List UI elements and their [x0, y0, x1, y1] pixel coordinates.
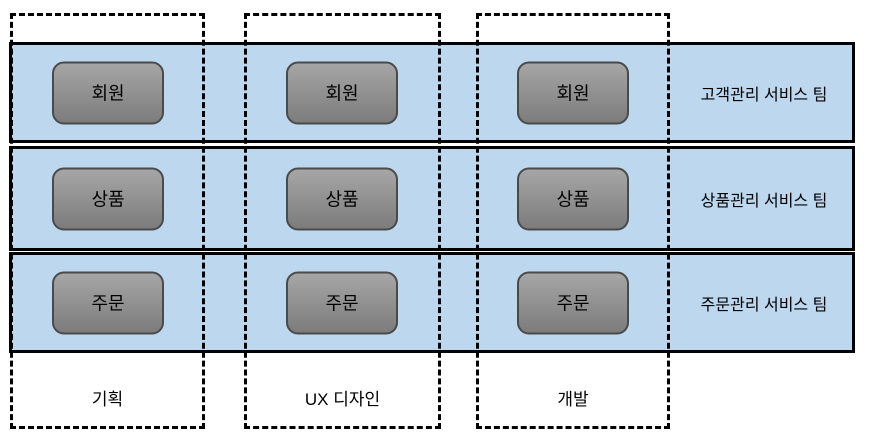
service-box-product: 상품 — [52, 167, 164, 230]
team-label-order-management: 주문관리 서비스 팀 — [700, 296, 828, 314]
service-box-order: 주문 — [52, 271, 164, 334]
team-label-customer-management: 고객관리 서비스 팀 — [700, 86, 828, 104]
service-box-order: 주문 — [286, 271, 398, 334]
service-box-order: 주문 — [517, 271, 629, 334]
column-label-development: 개발 — [557, 390, 589, 409]
team-row-customer-management: 회원 회원 회원 고객관리 서비스 팀 — [9, 42, 855, 143]
team-label-product-management: 상품관리 서비스 팀 — [700, 192, 828, 210]
function-column-development: 개발 — [476, 13, 670, 429]
service-box-product: 상품 — [517, 167, 629, 230]
team-row-product-management: 상품 상품 상품 상품관리 서비스 팀 — [9, 146, 855, 251]
team-row-order-management: 주문 주문 주문 주문관리 서비스 팀 — [9, 252, 855, 353]
service-box-member: 회원 — [286, 61, 398, 124]
function-column-ux-design: UX 디자인 — [244, 13, 441, 429]
service-box-product: 상품 — [286, 167, 398, 230]
service-box-member: 회원 — [517, 61, 629, 124]
column-label-planning: 기획 — [91, 390, 124, 409]
service-box-member: 회원 — [52, 61, 164, 124]
function-column-planning: 기획 — [10, 13, 205, 429]
column-label-ux-design: UX 디자인 — [304, 390, 381, 409]
